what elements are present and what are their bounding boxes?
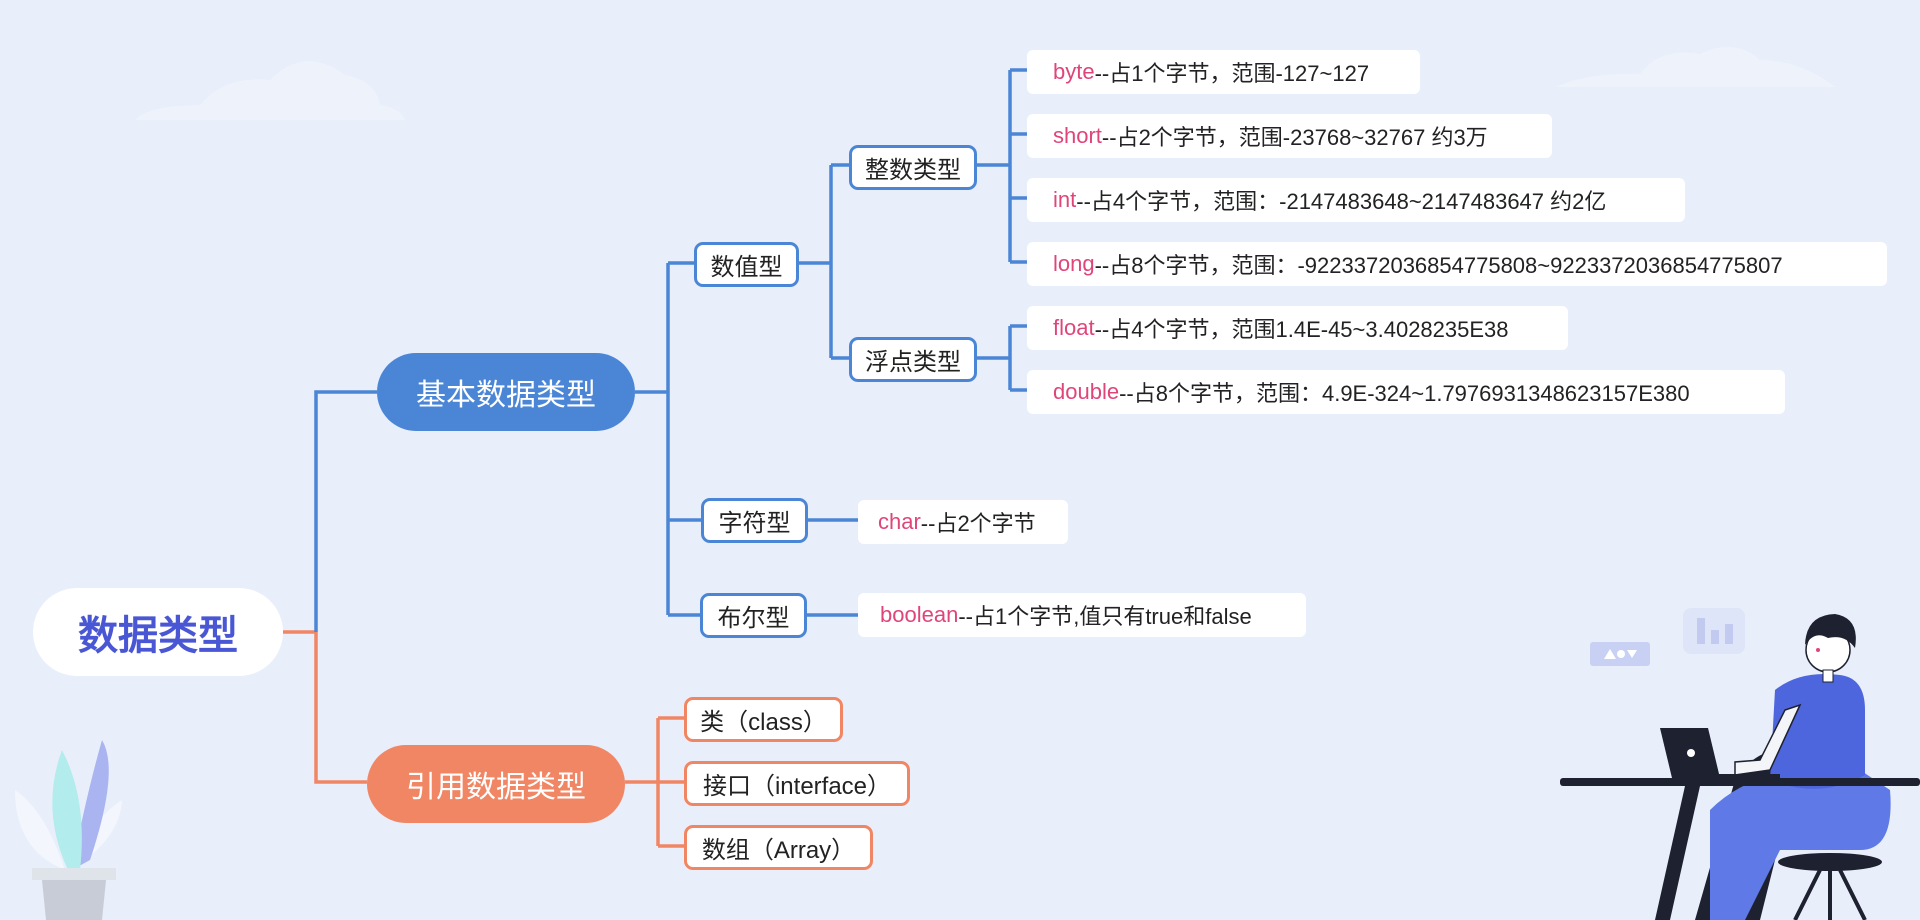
- char-type-node: 字符型: [701, 498, 808, 543]
- long-keyword: long: [1053, 251, 1095, 276]
- array-node: 数组（Array）: [684, 825, 873, 870]
- boolean-description: --占1个字节,值只有true和false: [958, 604, 1252, 629]
- float-leaf: float--占4个字节，范围1.4E-45~3.4028235E38: [1027, 306, 1568, 350]
- numeric-type-node: 数值型: [694, 242, 799, 287]
- boolean-type-node: 布尔型: [700, 593, 807, 638]
- float-description: --占4个字节，范围1.4E-45~3.4028235E38: [1094, 317, 1509, 342]
- char-description: --占2个字节: [920, 511, 1036, 536]
- byte-leaf: byte--占1个字节，范围-127~127: [1027, 50, 1420, 94]
- cloud-right-decoration: [1555, 46, 1835, 87]
- short-keyword: short: [1053, 123, 1102, 148]
- float-type-node: 浮点类型: [849, 337, 977, 382]
- short-leaf: short--占2个字节，范围-23768~32767 约3万: [1027, 114, 1552, 158]
- int-leaf: int--占4个字节，范围：-2147483648~2147483647 约2亿: [1027, 178, 1685, 222]
- bar-chart-icon: [1683, 608, 1745, 654]
- cloud-left-decoration: [135, 61, 405, 120]
- byte-description: --占1个字节，范围-127~127: [1094, 61, 1370, 86]
- double-description: --占8个字节，范围：4.9E-324~1.7976931348623157E3…: [1119, 381, 1690, 406]
- int-description: --占4个字节，范围：-2147483648~2147483647 约2亿: [1076, 189, 1607, 214]
- long-leaf: long--占8个字节，范围：-9223372036854775808~9223…: [1027, 242, 1887, 286]
- root-node: 数据类型: [33, 588, 283, 676]
- plant-illustration: [15, 740, 122, 920]
- char-keyword: char: [878, 509, 921, 534]
- char-leaf: char--占2个字节: [858, 500, 1068, 544]
- interface-node: 接口（interface）: [684, 761, 910, 806]
- shapes-badge-icon: [1590, 642, 1650, 666]
- int-keyword: int: [1053, 187, 1077, 212]
- long-description: --占8个字节，范围：-9223372036854775808~92233720…: [1094, 253, 1783, 278]
- double-leaf: double--占8个字节，范围：4.9E-324~1.797693134862…: [1027, 370, 1785, 414]
- float-keyword: float: [1053, 315, 1095, 340]
- integer-type-node: 整数类型: [849, 145, 977, 190]
- byte-keyword: byte: [1053, 59, 1095, 84]
- double-keyword: double: [1053, 379, 1120, 404]
- reference-types-node: 引用数据类型: [367, 745, 625, 823]
- primitive-types-node: 基本数据类型: [377, 353, 635, 431]
- person-at-desk-illustration: [1560, 614, 1920, 920]
- class-node: 类（class）: [684, 697, 843, 742]
- boolean-leaf: boolean--占1个字节,值只有true和false: [858, 593, 1306, 637]
- boolean-keyword: boolean: [880, 602, 959, 627]
- short-description: --占2个字节，范围-23768~32767 约3万: [1101, 125, 1488, 150]
